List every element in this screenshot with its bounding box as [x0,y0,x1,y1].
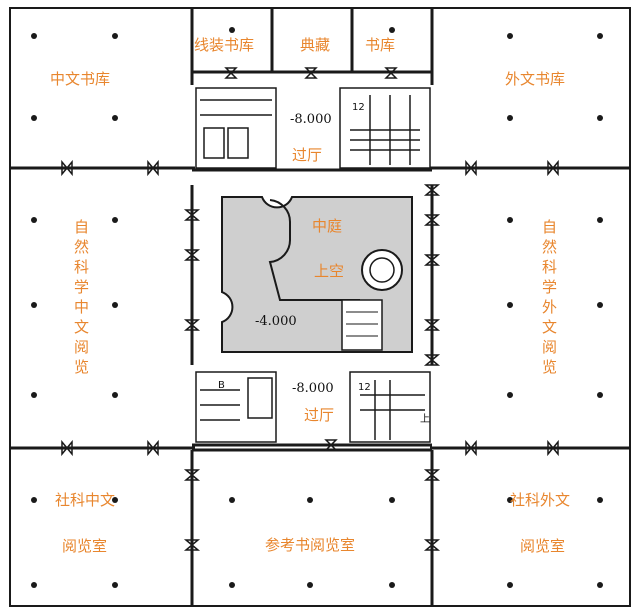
label-cankaoshu: 参考书阅览室 [265,536,355,554]
ziran-waiwen-char: 文 [542,318,557,336]
label-shuku: 书库 [365,36,395,54]
label-sheke-waiwen-2: 阅览室 [520,537,565,555]
ziran-zhongwen-char: 自 [74,218,89,236]
column-dots [31,27,603,588]
label-zhongwen-shuku: 中文书库 [50,70,110,88]
ziran-zhongwen-char: 览 [74,358,89,376]
marker-up: 上 [420,413,430,425]
outer-wall [9,7,631,607]
interior-walls [10,8,630,606]
label-shangkong: 上空 [314,262,344,280]
label-waiwen-shuku: 外文书库 [505,70,565,88]
elevation-atrium: -4.000 [255,314,297,329]
atrium [221,196,413,353]
label-sheke-zhongwen-2: 阅览室 [62,537,107,555]
ziran-waiwen-char: 外 [542,298,557,316]
ziran-waiwen-char: 然 [542,238,557,256]
ziran-zhongwen-char: 科 [74,258,89,276]
ziran-zhongwen-char: 文 [74,318,89,336]
marker-stair-bottom-12: 12 [358,382,371,393]
label-zhongting: 中庭 [312,217,342,235]
lower-core [195,371,431,443]
label-xianzhuang-shuku: 线装书库 [194,36,254,54]
ziran-waiwen-char: 自 [542,218,557,236]
ziran-waiwen-char: 学 [542,278,557,296]
ziran-zhongwen-char: 阅 [74,338,89,356]
elevation-bottom: -8.000 [292,381,334,396]
label-dian-cang: 典藏 [300,36,330,54]
ziran-waiwen-char: 科 [542,258,557,276]
elevation-top: -8.000 [290,112,332,127]
upper-core [195,87,431,169]
marker-stair-b: B [218,380,225,391]
door-symbols [61,67,559,551]
label-guoting-top: 过厅 [292,146,322,164]
marker-stair-top-12: 12 [352,102,365,113]
ziran-waiwen-char: 览 [542,358,557,376]
ziran-zhongwen-char: 然 [74,238,89,256]
ziran-waiwen-char: 阅 [542,338,557,356]
ziran-zhongwen-char: 学 [74,278,89,296]
label-guoting-bottom: 过厅 [304,406,334,424]
label-sheke-waiwen-1: 社科外文 [510,491,570,509]
label-sheke-zhongwen-1: 社科中文 [55,491,115,509]
ziran-zhongwen-char: 中 [74,298,89,316]
